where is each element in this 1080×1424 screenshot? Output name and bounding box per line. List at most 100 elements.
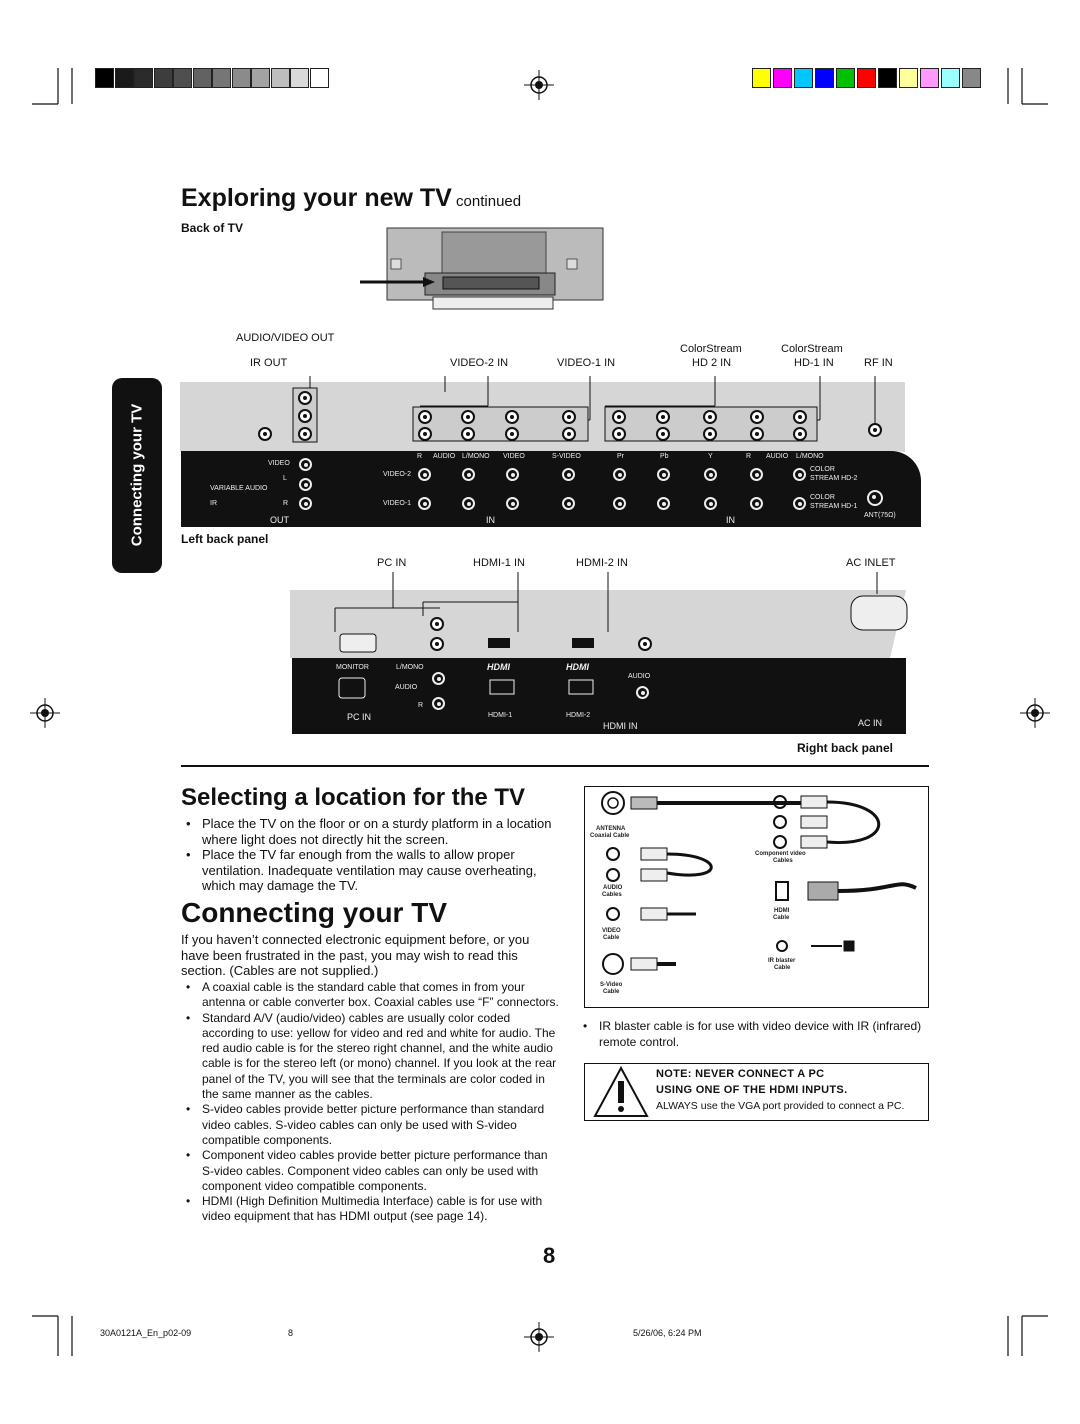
- color-swatch: [899, 68, 918, 88]
- label-hd2-in: HD 2 IN: [692, 357, 732, 369]
- monitor-port-icon: [338, 677, 366, 699]
- rp-r: R: [418, 702, 424, 709]
- video2-svideo-jack[interactable]: [562, 410, 576, 424]
- hd2-r-jack[interactable]: [750, 410, 764, 424]
- label-hdmi1-in: HDMI-1 IN: [473, 557, 525, 569]
- lp-hd2-r-jack: [750, 468, 763, 481]
- rf-in-jack[interactable]: [868, 423, 882, 437]
- lp-color: COLOR: [810, 466, 835, 473]
- video1-l-jack[interactable]: [461, 427, 475, 441]
- lp-audio: AUDIO: [433, 453, 456, 460]
- lp-hd1-l-jack: [793, 497, 806, 510]
- warning-line2: USING ONE OF THE HDMI INPUTS.: [656, 1084, 848, 1096]
- grayscale-swatch: [231, 68, 251, 88]
- lp-color2: COLOR: [810, 494, 835, 501]
- video2-r-jack[interactable]: [418, 410, 432, 424]
- lp-in2: IN: [726, 515, 735, 525]
- grayscale-swatch: [173, 68, 192, 88]
- right-audio-jack[interactable]: [638, 637, 652, 651]
- lp-hd1-pb-jack: [657, 497, 670, 510]
- hd1-y-jack[interactable]: [703, 427, 717, 441]
- warning-line1: NOTE: NEVER CONNECT A PC: [656, 1068, 825, 1080]
- video1-r-jack[interactable]: [418, 427, 432, 441]
- lp-hd2-pb-jack: [657, 468, 670, 481]
- av-out-r-jack[interactable]: [298, 427, 312, 441]
- hd2-y-jack[interactable]: [703, 410, 717, 424]
- back-of-tv-heading: Back of TV: [181, 221, 244, 235]
- video1-video-jack[interactable]: [505, 427, 519, 441]
- hd1-l-jack[interactable]: [793, 427, 807, 441]
- grayscale-swatch: [95, 68, 114, 88]
- lp-hd2-l-jack: [793, 468, 806, 481]
- lp-video-col: VIDEO: [503, 453, 525, 460]
- right-back-panel-caption: Right back panel: [797, 741, 894, 755]
- video1-svideo-jack[interactable]: [562, 427, 576, 441]
- hd1-pr-jack[interactable]: [612, 427, 626, 441]
- lp-video: VIDEO: [268, 460, 290, 467]
- lp-v2-l-jack: [462, 468, 475, 481]
- label-colorstream-1: ColorStream: [680, 343, 742, 355]
- label-hdmi2-in: HDMI-2 IN: [576, 557, 628, 569]
- right-back-panel-figure: [290, 572, 908, 658]
- lp-ant: ANT(75Ω): [864, 512, 896, 519]
- divider-line: [181, 765, 929, 767]
- lp-v2-v-jack: [506, 468, 519, 481]
- registration-mark-top-icon: [524, 70, 554, 100]
- page-title: Exploring your new TV continued: [181, 184, 522, 212]
- cables-figure-frame: [584, 786, 929, 1008]
- side-tab-label: Connecting your TV: [128, 403, 146, 547]
- lp-v2-s-jack: [562, 468, 575, 481]
- grayscale-swatch: [134, 68, 153, 88]
- label-av-out: AUDIO/VIDEO OUT: [236, 332, 335, 344]
- selecting-bullet: Place the TV on the floor or on a sturdy…: [181, 816, 561, 847]
- lp-stream-hd2: STREAM HD-2: [810, 475, 858, 482]
- hd2-l-jack[interactable]: [793, 410, 807, 424]
- lp-ir: IR: [210, 500, 217, 507]
- label-rf-in: RF IN: [864, 357, 893, 369]
- pc-audio-r-jack[interactable]: [430, 637, 444, 651]
- rp-ac-in: AC IN: [858, 718, 883, 728]
- lp-lmono: L/MONO: [462, 453, 490, 460]
- registration-mark-right-icon: [1020, 698, 1050, 728]
- registration-mark-left-icon: [30, 698, 60, 728]
- label-hd1-in: HD-1 IN: [794, 357, 834, 369]
- color-swatch: [752, 68, 771, 88]
- pc-audio-l-jack[interactable]: [430, 617, 444, 631]
- connecting-heading: Connecting your TV: [181, 897, 447, 928]
- lp-out: OUT: [270, 515, 289, 525]
- label-colorstream-2: ColorStream: [781, 343, 843, 355]
- hd1-pb-jack[interactable]: [656, 427, 670, 441]
- grayscale-swatch: [192, 68, 212, 88]
- tv-back-thumbnail: [360, 227, 604, 310]
- ir-note-list: IR blaster cable is for use with video d…: [578, 1019, 930, 1050]
- cable-component-label: Component video: [755, 851, 806, 857]
- hd1-r-jack[interactable]: [750, 427, 764, 441]
- lp-r: R: [283, 500, 289, 507]
- hd2-pb-jack[interactable]: [656, 410, 670, 424]
- video2-l-jack[interactable]: [461, 410, 475, 424]
- av-out-l-jack[interactable]: [298, 409, 312, 423]
- av-out-video-jack[interactable]: [298, 391, 312, 405]
- lp-stream-hd1: STREAM HD-1: [810, 503, 858, 510]
- color-swatch: [857, 68, 876, 88]
- rp-audio2-jack: [636, 686, 649, 699]
- video2-video-jack[interactable]: [505, 410, 519, 424]
- lp-audio2: AUDIO: [766, 453, 789, 460]
- lp-r3: R: [746, 453, 752, 460]
- cable-audio-sub: Cables: [602, 892, 622, 898]
- connecting-bullet: A coaxial cable is the standard cable th…: [181, 980, 561, 1011]
- lp-variable-audio: VARIABLE AUDIO: [210, 485, 268, 492]
- cable-svideo-label: S-Video: [600, 982, 623, 988]
- selecting-heading: Selecting a location for the TV: [181, 784, 526, 811]
- cable-antenna-label: ANTENNA: [596, 826, 626, 832]
- right-panel-black-strip: [292, 658, 906, 734]
- rp-hdmi1: HDMI-1: [488, 712, 513, 719]
- warning-triangle-icon: [593, 1066, 649, 1117]
- ir-out-jack[interactable]: [258, 427, 272, 441]
- lp-video1: VIDEO-1: [383, 500, 412, 507]
- hd2-pr-jack[interactable]: [612, 410, 626, 424]
- rp-lmono: L/MONO: [396, 664, 424, 671]
- lp-r2: R: [417, 453, 423, 460]
- rp-pc-in: PC IN: [347, 712, 372, 722]
- left-panel-black-strip: [181, 451, 921, 527]
